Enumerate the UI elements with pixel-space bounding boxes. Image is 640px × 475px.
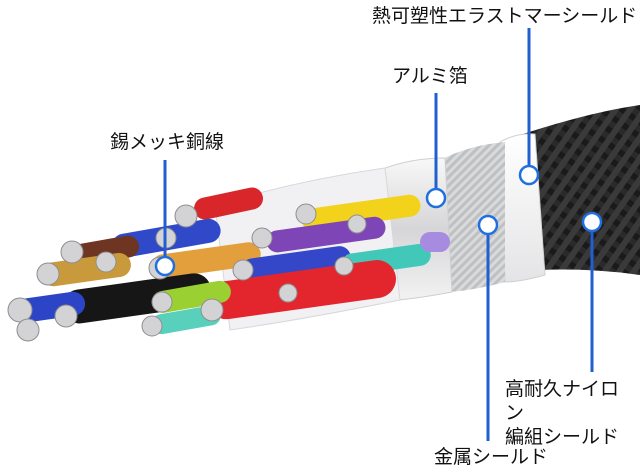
strand-end (295, 203, 317, 225)
strand-end (16, 318, 40, 342)
strand-end (60, 240, 84, 264)
strand-end (200, 298, 224, 322)
wire-black (62, 273, 212, 324)
strand-end (174, 204, 198, 228)
label-aluminum-foil: アルミ箔 (392, 65, 468, 87)
callout-dot-nylon-braid (581, 211, 603, 233)
wire-blue-2 (241, 246, 351, 281)
callout-dot-aluminum-foil (425, 187, 447, 209)
label-tinned-copper: 錫メッキ銅線 (110, 131, 225, 153)
strand-end (334, 256, 354, 276)
strand-end (141, 315, 163, 337)
strand-end (54, 304, 78, 328)
strand-end (347, 214, 367, 234)
wire-yellow (301, 194, 421, 231)
strand-end (7, 297, 33, 323)
callout-dot-metal-shield (477, 214, 499, 236)
wire-orange (151, 242, 261, 279)
label-tpe-shield: 熱可塑性エラストマーシールド (372, 5, 638, 27)
wire-red-bottom (207, 260, 396, 320)
callout-dot-tinned-copper (154, 255, 176, 277)
label-nylon-braid-line2: 編組シールド (505, 426, 620, 448)
nylon-braid-jacket (520, 105, 640, 280)
strand-end (232, 259, 254, 281)
wire-red-top (194, 187, 263, 220)
strand-end (251, 227, 273, 249)
callout-dot-tpe-shield (518, 164, 540, 186)
wire-light-purple (420, 232, 450, 252)
strand-end (278, 283, 298, 303)
label-metal-shield: 金属シールド (434, 446, 549, 468)
strand-end (151, 291, 173, 313)
strand-end (36, 262, 60, 286)
strand-end (95, 251, 117, 273)
label-nylon-braid-line1: 高耐久ナイロン (505, 378, 620, 424)
callouts (154, 28, 603, 441)
label-nylon-braid: 高耐久ナイロン 編組シールド (505, 377, 635, 449)
